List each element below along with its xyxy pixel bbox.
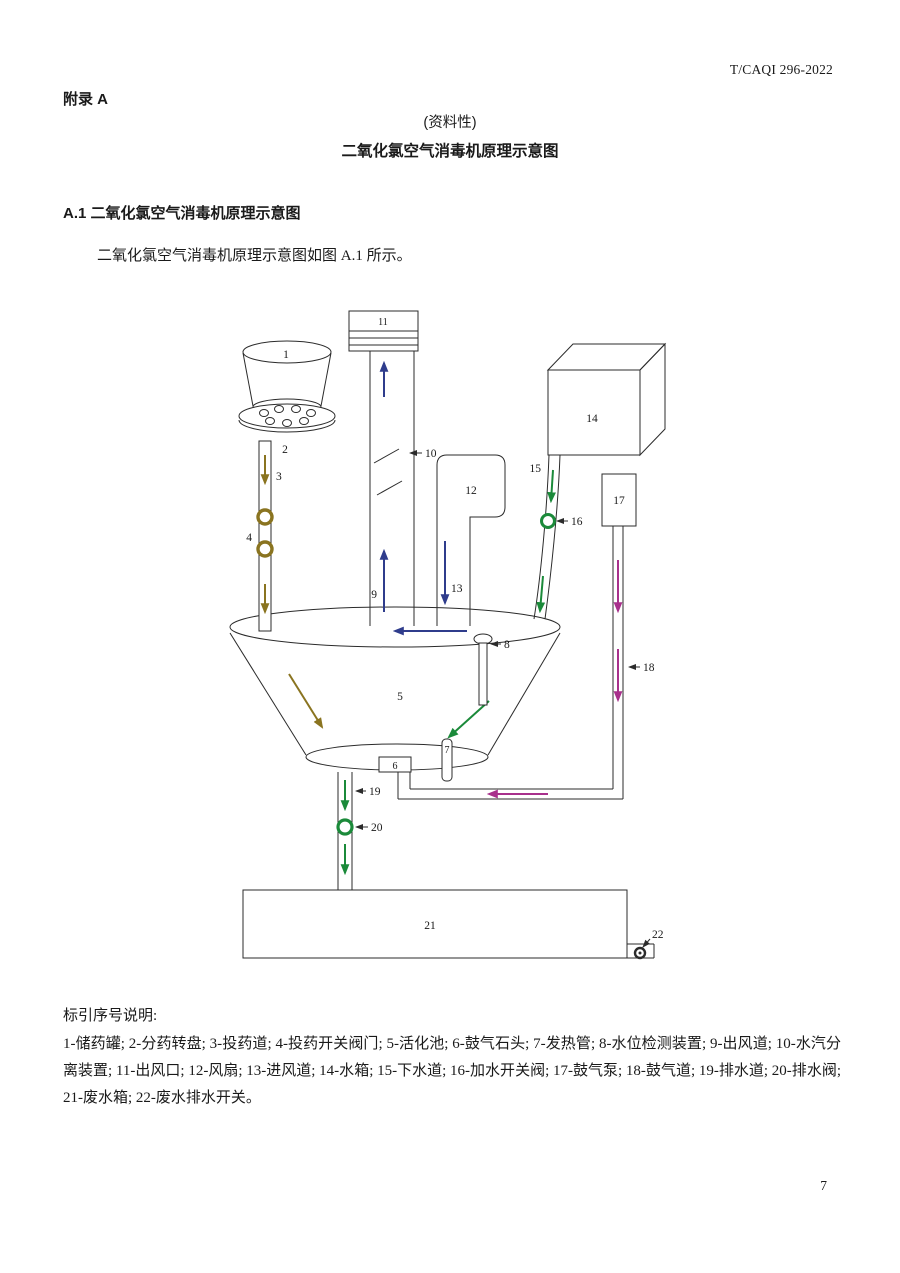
part-label-19: 19 <box>369 786 381 798</box>
fan-and-inlet-duct: 12 13 <box>392 454 506 636</box>
water-flow-arrow-pool <box>447 700 490 739</box>
part-label-12: 12 <box>465 485 477 497</box>
part-label-11: 11 <box>378 317 388 328</box>
lead-paragraph: 二氧化氯空气消毒机原理示意图如图 A.1 所示。 <box>97 248 412 264</box>
part-label-13: 13 <box>451 583 463 595</box>
part-label-14: 14 <box>586 413 598 425</box>
water-level-sensor: 8 <box>473 633 510 706</box>
part-label-5: 5 <box>397 691 403 703</box>
water-fill-valve <box>540 513 556 529</box>
air-pump: 17 <box>601 473 637 527</box>
water-down-pipe: 15 16 <box>530 454 583 620</box>
air-stone: 6 <box>378 756 412 773</box>
down-water-arrow-2 <box>536 575 546 614</box>
appendix-label: 附录 A <box>63 91 109 108</box>
drug-valve-lower <box>256 540 274 558</box>
part-label-6: 6 <box>393 761 398 772</box>
part-label-3: 3 <box>276 471 282 483</box>
down-water-arrow-1 <box>547 469 556 504</box>
part-label-10: 10 <box>425 448 437 460</box>
air-supply-line: 18 <box>397 526 655 800</box>
part-label-20: 20 <box>371 822 383 834</box>
appendix-title: 二氧化氯空气消毒机原理示意图 <box>341 143 559 160</box>
part-label-8: 8 <box>504 639 510 651</box>
figure-a1-diagram: 5 8 7 6 <box>229 310 667 960</box>
drug-flow-arrow-pool <box>288 673 324 729</box>
part-label-7: 7 <box>445 745 450 756</box>
part-label-4: 4 <box>246 532 252 544</box>
part-label-2: 2 <box>282 444 288 456</box>
dosing-disc: 2 <box>238 403 336 456</box>
waste-drain-switch-dot <box>638 951 642 955</box>
drug-valve-upper <box>256 508 274 526</box>
waste-water-tank: 21 22 <box>242 889 664 960</box>
part-label-17: 17 <box>613 495 625 507</box>
section-heading: A.1 二氧化氯空气消毒机原理示意图 <box>63 205 301 222</box>
part-label-1: 1 <box>283 349 289 361</box>
doc-number: T/CAQI 296-2022 <box>729 62 833 77</box>
legend-items: 1-储药罐; 2-分药转盘; 3-投药道; 4-投药开关阀门; 5-活化池; 6… <box>63 1036 841 1106</box>
part-label-22: 22 <box>652 929 664 941</box>
part-label-9: 9 <box>371 589 377 601</box>
part-label-15: 15 <box>530 463 542 475</box>
part-label-16: 16 <box>571 516 583 528</box>
page-number: 7 <box>820 1178 827 1193</box>
leader-arrow-22 <box>642 938 651 948</box>
air-outlet-duct: 11 10 9 <box>348 310 437 626</box>
heating-tube: 7 <box>441 738 453 782</box>
water-tank: 14 <box>546 342 667 457</box>
legend-heading: 标引序号说明: <box>63 1008 158 1024</box>
drain-pipe: 19 20 <box>336 772 383 890</box>
part-label-21: 21 <box>424 920 436 932</box>
drug-feed-channel: 3 4 <box>246 440 282 632</box>
part-label-18: 18 <box>643 662 655 674</box>
informative-tag: (资料性) <box>423 115 477 131</box>
drain-valve <box>336 818 354 836</box>
